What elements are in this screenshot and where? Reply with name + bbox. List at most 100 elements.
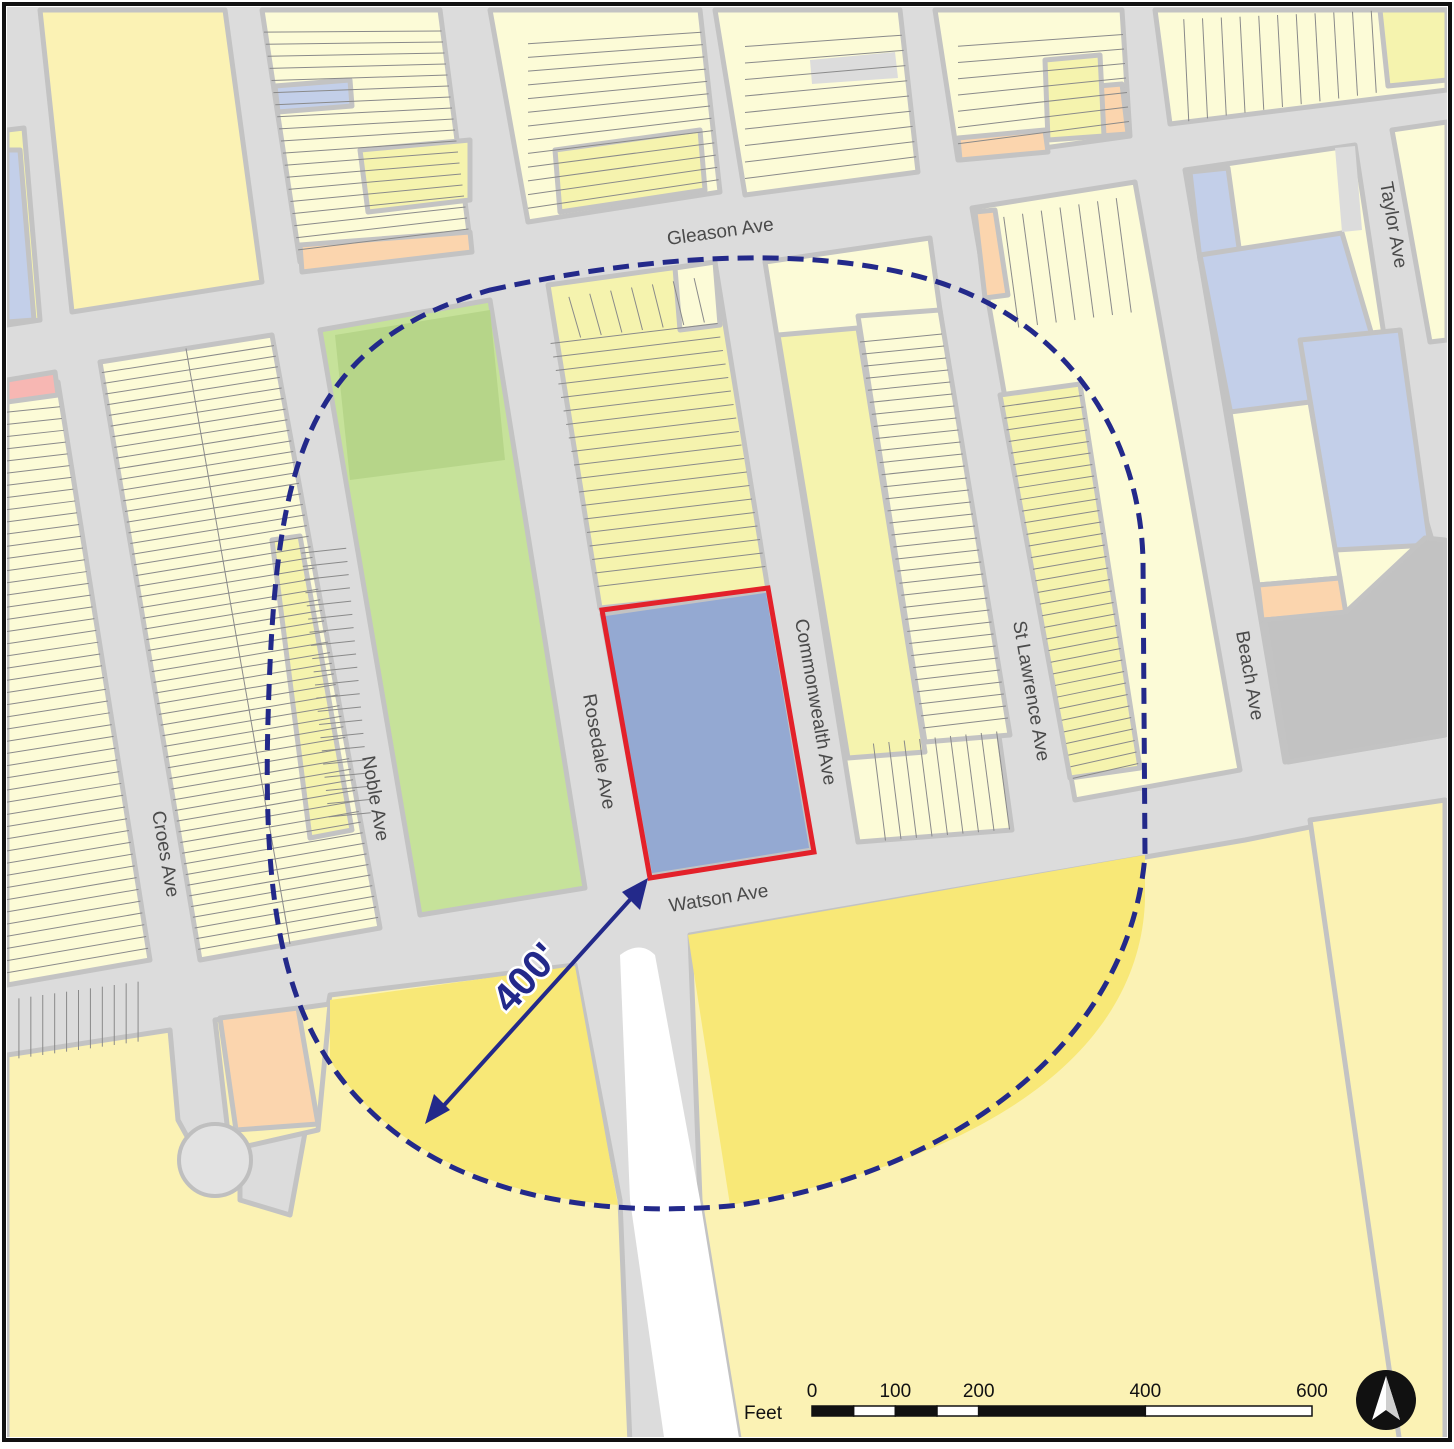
- lot-line: [911, 645, 996, 657]
- lot-line: [581, 485, 750, 506]
- block-stlawrence-beach: [969, 179, 1243, 803]
- lot-line: [7, 806, 126, 828]
- block-east-taylor: [1389, 119, 1447, 345]
- lot-line: [325, 785, 369, 791]
- lot-line: [323, 759, 366, 765]
- lot-line: [996, 731, 1010, 830]
- highway-tunnel: [620, 947, 700, 1200]
- lot-line: [922, 717, 1008, 729]
- lot-line: [296, 217, 468, 239]
- lot-line: [1028, 533, 1104, 547]
- lot-line: [7, 641, 99, 657]
- lot-line: [527, 80, 708, 100]
- lot-line: [305, 587, 350, 594]
- block-far-left: [7, 125, 153, 988]
- lot-line: [584, 498, 753, 520]
- lot-line: [7, 406, 60, 413]
- lot-line: [7, 924, 145, 949]
- lot-line: [7, 594, 91, 608]
- lot-line: [1258, 15, 1265, 110]
- lot-line: [1030, 544, 1105, 559]
- scale-segment: [1144, 1405, 1313, 1417]
- lot-line: [7, 500, 76, 511]
- lot-line: [1068, 740, 1135, 756]
- lot-line: [589, 525, 758, 547]
- lot-line: [861, 345, 945, 355]
- lot-line: [527, 93, 709, 113]
- buffer-400ft-ring: [264, 255, 1148, 1212]
- lot-line: [879, 453, 963, 464]
- lot-line: [527, 130, 713, 154]
- lot-line: [312, 653, 357, 660]
- lot-line: [1277, 14, 1283, 108]
- lot-line: [1055, 671, 1125, 686]
- lot-lines: [7, 10, 1377, 1059]
- lot-line: [913, 657, 998, 669]
- lot-line: [7, 677, 105, 693]
- lot-line: [919, 693, 1004, 705]
- lot-line: [919, 738, 933, 837]
- lot-line: [7, 688, 106, 706]
- lot-line: [1037, 579, 1111, 593]
- lot-line: [327, 799, 370, 805]
- lot-line: [553, 336, 721, 358]
- lot-line: [7, 465, 70, 474]
- scale-tick-label: 200: [963, 1381, 995, 1402]
- lot-line: [568, 417, 737, 439]
- lot-line: [1040, 210, 1057, 323]
- lot-line: [571, 431, 739, 452]
- lot-line: [579, 471, 747, 493]
- lot-line: [744, 125, 913, 146]
- lot-line: [899, 573, 984, 584]
- lot-line: [294, 206, 466, 227]
- lot-line: [1019, 487, 1096, 501]
- lot-line: [7, 547, 83, 559]
- lot-line: [1070, 751, 1137, 768]
- campus-block-nw: [37, 7, 265, 315]
- lot-line: [555, 350, 724, 371]
- lot-line: [7, 571, 87, 584]
- lot-line: [631, 287, 643, 331]
- lot-line: [1314, 13, 1321, 102]
- lot-line: [7, 476, 72, 486]
- lot-line: [1370, 10, 1377, 93]
- lot-line: [7, 935, 147, 962]
- lot-line: [308, 613, 353, 620]
- lot-line: [1022, 213, 1038, 326]
- lot-line: [1183, 19, 1190, 122]
- scale-segment: [811, 1405, 855, 1417]
- block-beach-taylor: [1182, 142, 1447, 765]
- lot-line: [980, 732, 995, 831]
- lot-line: [889, 513, 973, 524]
- block-croes-noble: [97, 332, 383, 963]
- lot-line: [7, 700, 108, 718]
- lot-line: [527, 166, 718, 196]
- lot-line: [1004, 406, 1084, 419]
- lot-line: [319, 719, 363, 726]
- lot-line: [1041, 602, 1114, 617]
- lot-line: [267, 52, 445, 57]
- lot-line: [873, 417, 957, 427]
- lot-line: [7, 794, 124, 815]
- lot-line: [560, 377, 729, 398]
- lot-line: [7, 618, 95, 633]
- lot-line: [7, 512, 78, 523]
- lot-line: [527, 154, 716, 182]
- lot-line: [1202, 18, 1208, 119]
- lot-line: [1057, 682, 1126, 698]
- subject-site-outline: [599, 585, 817, 881]
- lot-line: [321, 746, 365, 752]
- lot-line: [651, 284, 664, 328]
- lot-line: [903, 740, 917, 838]
- lot-line: [316, 693, 360, 699]
- lot-line: [957, 121, 1130, 145]
- lot-line: [7, 841, 131, 864]
- lot-line: [7, 441, 66, 450]
- lot-line: [286, 162, 460, 178]
- lot-line: [7, 629, 97, 645]
- lot-line: [895, 549, 980, 560]
- lot-line: [597, 566, 766, 587]
- lot-line: [957, 34, 1124, 47]
- lot-line: [594, 552, 763, 574]
